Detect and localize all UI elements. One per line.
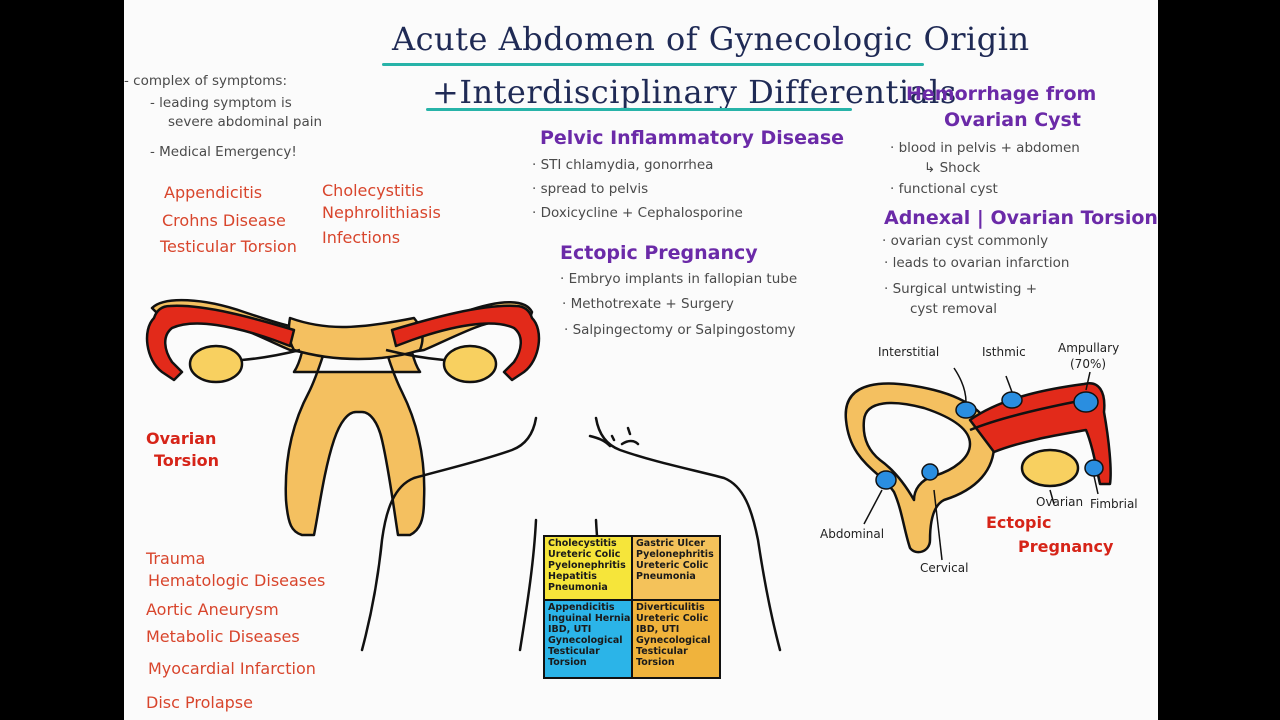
label-abdominal: Abdominal — [820, 527, 885, 541]
hemorrhage-heading-1: Hemorrhage from — [906, 83, 1097, 105]
diff-crohns: Crohns Disease — [162, 211, 286, 230]
hemorrhage-item-3: · functional cyst — [890, 181, 998, 197]
other-hematologic: Hematologic Diseases — [148, 571, 326, 590]
ovarian-torsion-label-1: Ovarian — [146, 429, 217, 448]
diff-nephro: Nephrolithiasis — [322, 203, 441, 222]
note-leading: - leading symptom is — [150, 95, 292, 111]
diff-cholecystitis: Cholecystitis — [322, 181, 424, 200]
whiteboard-sheet: Acute Abdomen of Gynecologic Origin +Int… — [124, 0, 1158, 720]
label-ovarian: Ovarian — [1036, 495, 1084, 509]
quadrant-ruq-text: Cholecystitis Ureteric Colic Pyelonephri… — [548, 538, 626, 593]
pid-item-3: · Doxicycline + Cephalosporine — [532, 205, 743, 221]
other-myocardial: Myocardial Infarction — [148, 659, 316, 678]
title-underline-2 — [426, 108, 852, 111]
ectopic-label-2: Pregnancy — [1018, 537, 1114, 556]
title-underline-1 — [382, 63, 924, 66]
diff-infections: Infections — [322, 228, 401, 247]
other-aortic: Aortic Aneurysm — [146, 600, 279, 619]
torsion-item-3: · Surgical untwisting + — [884, 281, 1038, 297]
other-trauma: Trauma — [146, 549, 206, 568]
implantation-sites — [875, 391, 1104, 490]
pid-heading: Pelvic Inflammatory Disease — [540, 127, 845, 149]
hemorrhage-item-1: · blood in pelvis + abdomen — [890, 140, 1080, 156]
quadrant-luq-text: Gastric Ulcer Pyelonephritis Ureteric Co… — [636, 538, 714, 582]
ectopic-item-3: · Salpingectomy or Salpingostomy — [564, 322, 796, 338]
illustrations — [145, 298, 1112, 679]
torsion-item-4: cyst removal — [910, 301, 998, 317]
pid-item-1: · STI chlamydia, gonorrhea — [532, 157, 714, 173]
hemorrhage-item-2: ↳ Shock — [924, 160, 981, 176]
diff-testicular: Testicular Torsion — [160, 237, 297, 256]
torsion-item-2: · leads to ovarian infarction — [884, 255, 1070, 271]
fallopian-tube-drawing — [844, 381, 1112, 554]
ectopic-label-1: Ectopic — [986, 513, 1052, 532]
label-fimbrial: Fimbrial — [1090, 497, 1138, 511]
ectopic-heading: Ectopic Pregnancy — [560, 242, 758, 264]
ectopic-item-2: · Methotrexate + Surgery — [562, 296, 734, 312]
label-isthmic: Isthmic — [982, 345, 1026, 359]
quadrant-rlq-text: Appendicitis Inguinal Hernia IBD, UTI Gy… — [548, 602, 631, 668]
torsion-item-1: · ovarian cyst commonly — [882, 233, 1049, 249]
title-line-1: Acute Abdomen of Gynecologic Origin — [392, 20, 1030, 58]
hemorrhage-heading-2: Ovarian Cyst — [944, 109, 1081, 131]
other-disc: Disc Prolapse — [146, 693, 253, 712]
diff-appendicitis: Appendicitis — [164, 183, 263, 202]
ectopic-item-1: · Embryo implants in fallopian tube — [560, 271, 798, 287]
label-cervical: Cervical — [920, 561, 969, 575]
note-complex: - complex of symptoms: — [124, 73, 287, 89]
label-ampullary-pct: (70%) — [1070, 357, 1107, 371]
pid-item-2: · spread to pelvis — [532, 181, 649, 197]
label-pointers — [863, 367, 1099, 561]
ovarian-torsion-label-2: Torsion — [154, 451, 220, 470]
other-metabolic: Metabolic Diseases — [146, 627, 300, 646]
title-line-2: +Interdisciplinary Differentials — [432, 73, 957, 111]
label-interstitial: Interstitial — [878, 345, 940, 359]
note-emergency: - Medical Emergency! — [150, 144, 297, 160]
label-ampullary: Ampullary — [1058, 341, 1120, 355]
abdomen-quadrants — [543, 535, 721, 679]
uterus-drawing — [145, 298, 541, 537]
quadrant-llq-text: Diverticulitis Ureteric Colic IBD, UTI G… — [636, 602, 711, 668]
note-severe: severe abdominal pain — [168, 114, 323, 130]
torsion-heading: Adnexal | Ovarian Torsion — [884, 207, 1158, 229]
